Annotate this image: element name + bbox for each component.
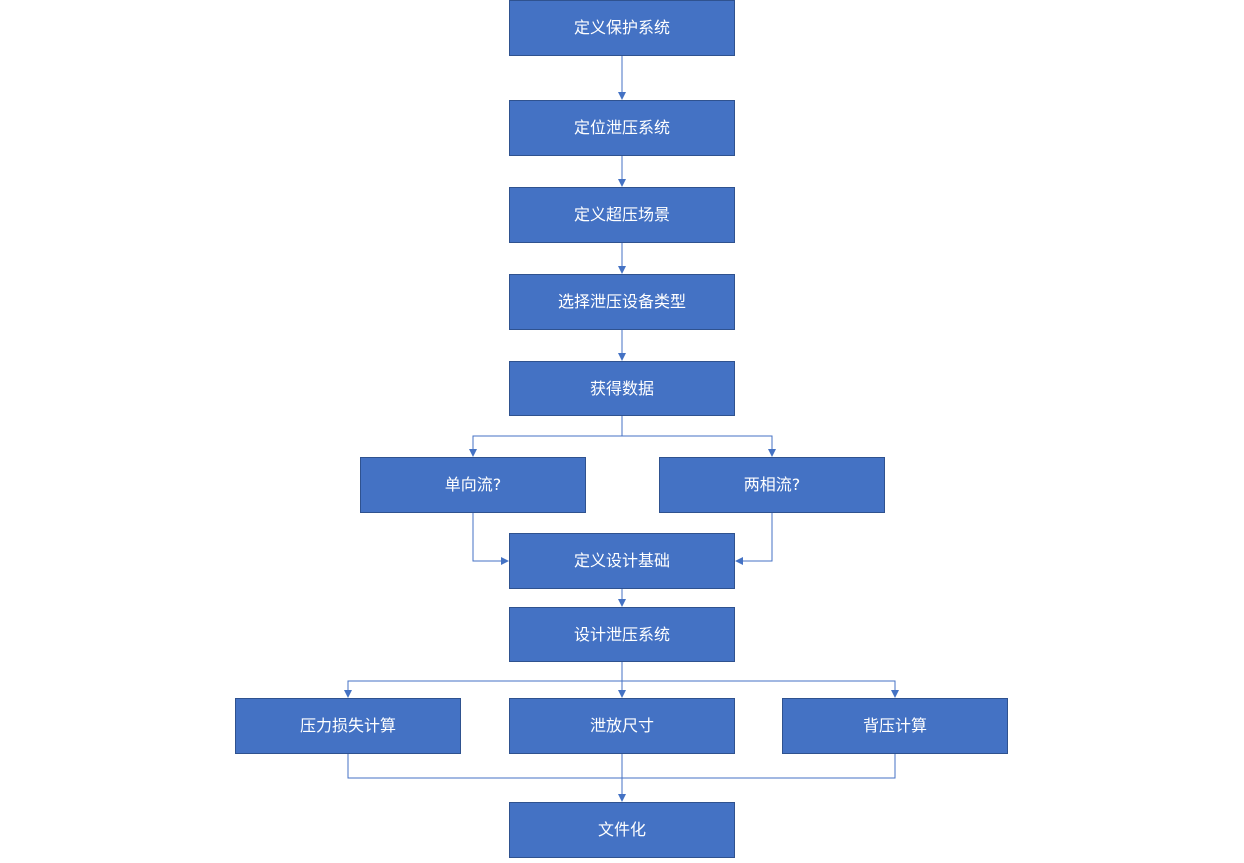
node-label: 定义保护系统 [573,18,670,37]
node-design-relief-system: 设计泄压系统 [509,607,735,662]
node-label: 定义设计基础 [573,551,670,570]
node-label: 文件化 [597,820,646,839]
node-pressure-loss-calculation: 压力损失计算 [235,698,461,754]
node-define-overpressure-scenario: 定义超压场景 [509,187,735,243]
node-single-phase-flow: 单向流? [360,457,586,513]
node-locate-relief-system: 定位泄压系统 [509,100,735,156]
edge-pressure-loss-calculation-to-merge [347,754,622,779]
node-define-design-basis: 定义设计基础 [509,533,735,589]
node-label: 压力损失计算 [299,716,396,735]
edge-design-relief-system-to-back-pressure-calculation [622,680,899,698]
node-label: 两相流? [743,475,801,494]
node-label: 定义超压场景 [573,205,670,224]
edge-design-relief-system-to-pressure-loss-calculation [344,680,622,698]
node-documentation: 文件化 [509,802,735,858]
node-two-phase-flow: 两相流? [659,457,885,513]
node-select-relief-device-type: 选择泄压设备类型 [509,274,735,330]
node-back-pressure-calculation: 背压计算 [782,698,1008,754]
edge-single-phase-flow-to-define-design-basis [472,513,509,565]
node-define-protection-system: 定义保护系统 [509,0,735,56]
edge-obtain-data-to-two-phase-flow [622,435,776,457]
node-label: 定位泄压系统 [573,118,670,137]
edge-two-phase-flow-to-define-design-basis [735,513,773,565]
edge-back-pressure-calculation-to-merge [622,754,896,779]
node-label: 背压计算 [862,716,927,735]
node-relief-sizing: 泄放尺寸 [509,698,735,754]
node-label: 泄放尺寸 [589,716,654,735]
node-label: 设计泄压系统 [573,624,670,644]
node-label: 单向流? [444,475,502,494]
edge-obtain-data-to-single-phase-flow [469,435,622,457]
node-label: 获得数据 [589,378,654,398]
node-label: 选择泄压设备类型 [557,292,686,311]
node-obtain-data: 获得数据 [509,361,735,416]
